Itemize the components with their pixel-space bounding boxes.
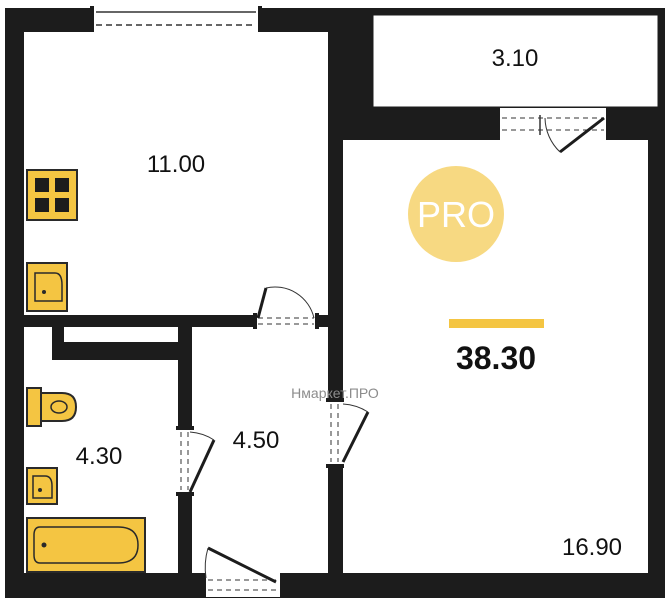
pro-badge-label: PRO <box>417 194 495 235</box>
balcony-area-label: 3.10 <box>492 45 539 72</box>
door-swing-icon <box>326 398 370 468</box>
door-swing-icon <box>496 108 610 154</box>
stove-icon <box>26 169 78 221</box>
kitchen-area-label: 11.00 <box>147 151 205 178</box>
total-area-label: 38.30 <box>456 340 536 376</box>
door-swing-icon <box>202 546 284 597</box>
pro-badge: PRO <box>408 166 504 262</box>
total-area-accent-bar <box>449 319 544 328</box>
door-swing-icon <box>253 286 319 329</box>
hall-area-label: 4.50 <box>233 427 280 454</box>
window-icon <box>90 6 262 32</box>
balcony-room <box>372 14 659 108</box>
bathroom-duct <box>52 327 178 360</box>
toilet-icon <box>26 387 78 427</box>
bathtub-icon <box>26 517 146 573</box>
door-swing-icon <box>176 426 216 496</box>
living-area-label: 16.90 <box>562 534 622 561</box>
kitchen-sink-icon <box>26 262 68 312</box>
hall-room <box>192 327 328 573</box>
watermark-label: Нмаркет.ПРО <box>291 385 379 401</box>
bathroom-area-label: 4.30 <box>76 443 123 470</box>
bath-sink-icon <box>26 467 58 505</box>
